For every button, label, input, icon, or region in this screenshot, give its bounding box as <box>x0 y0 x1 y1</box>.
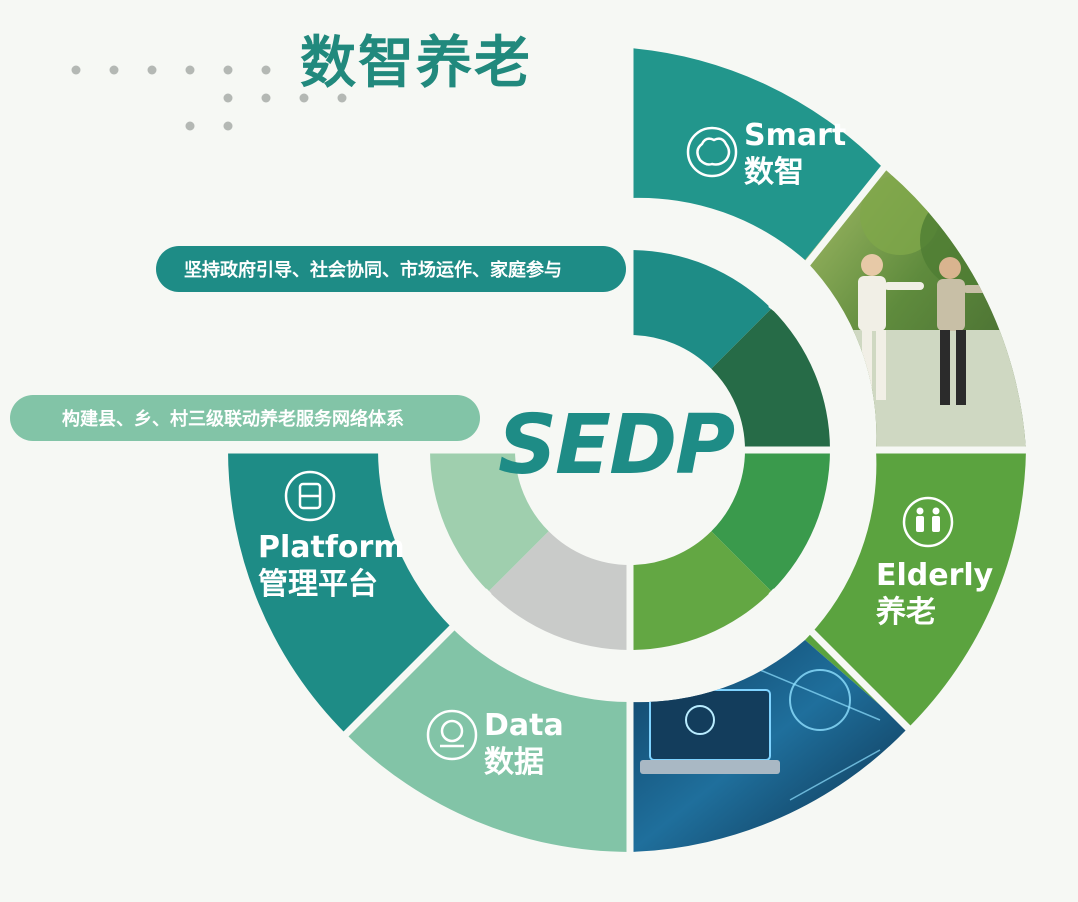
segment-data-subtitle: 数据 <box>484 745 544 780</box>
inner-ring-segment-green <box>711 450 830 592</box>
segment-smart-subtitle: 数智 <box>744 155 804 190</box>
segment-data <box>346 628 630 852</box>
page-title: 数智养老 <box>300 31 532 96</box>
segment-data-title: Data <box>484 708 564 743</box>
dot <box>185 121 195 131</box>
segment-elderly-subtitle: 养老 <box>876 595 936 630</box>
inner-ring-segment-teal <box>630 250 772 369</box>
principle-banner-network: 构建县、乡、村三级联动养老服务网络体系 <box>10 395 480 441</box>
data-sphere-icon <box>426 709 478 761</box>
ring-separators <box>200 40 1040 865</box>
dot <box>109 65 119 75</box>
dot <box>147 65 157 75</box>
dot <box>261 65 271 75</box>
dot <box>223 121 233 131</box>
segment-smart-title: Smart <box>744 118 847 153</box>
dot <box>185 65 195 75</box>
segment-platform-subtitle: 管理平台 <box>258 567 378 602</box>
decorative-dots <box>71 65 347 131</box>
dot <box>299 93 309 103</box>
center-logo: SEDP <box>498 398 735 493</box>
dot <box>261 93 271 103</box>
platform-device-icon <box>284 470 336 522</box>
segment-elderly-title: Elderly <box>876 558 994 593</box>
inner-ring-segment-light-green <box>430 450 549 592</box>
dot <box>71 65 81 75</box>
inner-ring-segment-dark-green <box>711 308 830 450</box>
segment-smart <box>630 48 882 260</box>
segment-elderly <box>805 450 1026 729</box>
segment-platform <box>228 450 452 734</box>
inner-ring-segment-lime <box>630 531 772 650</box>
dot <box>223 93 233 103</box>
principle-text: 构建县、乡、村三级联动养老服务网络体系 <box>62 409 404 430</box>
dot <box>337 93 347 103</box>
elderly-couple-icon <box>902 496 954 548</box>
principle-banner-government: 坚持政府引导、社会协同、市场运作、家庭参与 <box>156 246 626 292</box>
inner-ring-segment-gray <box>488 531 630 650</box>
principle-text: 坚持政府引导、社会协同、市场运作、家庭参与 <box>184 260 562 281</box>
dot <box>223 65 233 75</box>
segment-platform-title: Platform <box>258 530 405 565</box>
brain-icon <box>686 126 738 178</box>
